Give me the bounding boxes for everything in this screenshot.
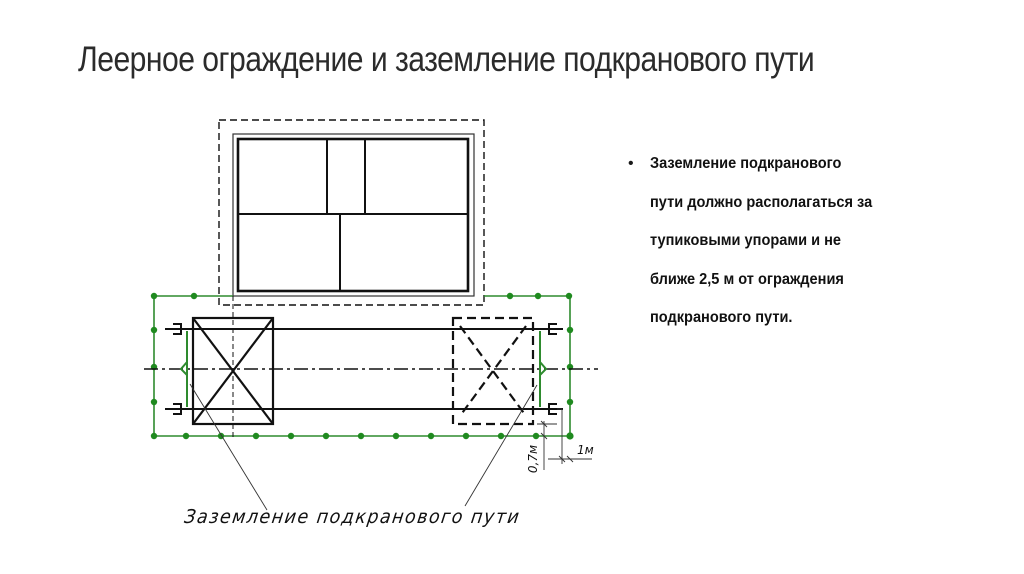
crane-position-dashed	[451, 316, 535, 426]
end-stop-icon	[173, 323, 182, 335]
end-stops-left	[173, 323, 182, 415]
leader-lines	[189, 383, 538, 511]
dimension-label-1m: 1м	[577, 443, 594, 457]
fence-posts	[150, 292, 574, 440]
drawing-caption: Заземление подкранового пути	[182, 506, 522, 528]
crane-rails	[165, 328, 563, 410]
dimension-label-07: 0,7м	[526, 444, 541, 474]
crane-position-solid	[191, 316, 275, 426]
building-outer-wall	[232, 133, 475, 297]
bullet-list: • Заземление подкранового пути должно ра…	[624, 145, 964, 338]
grounding-conductors	[179, 331, 548, 407]
end-stop-icon	[173, 403, 182, 415]
building-plan	[218, 119, 485, 306]
bullet-text: Заземление подкранового пути должно расп…	[650, 155, 873, 326]
grounding-marker-left	[179, 361, 188, 376]
bullet-item: • Заземление подкранового пути должно ра…	[624, 145, 964, 338]
dimension-lines	[537, 408, 592, 470]
grounding-marker-right	[539, 361, 548, 376]
end-stops-right	[548, 323, 557, 415]
building-dashed-boundary	[218, 119, 485, 306]
bullet-icon: •	[628, 155, 634, 172]
slide-title: Леерное ограждение и заземление подкрано…	[78, 40, 815, 79]
